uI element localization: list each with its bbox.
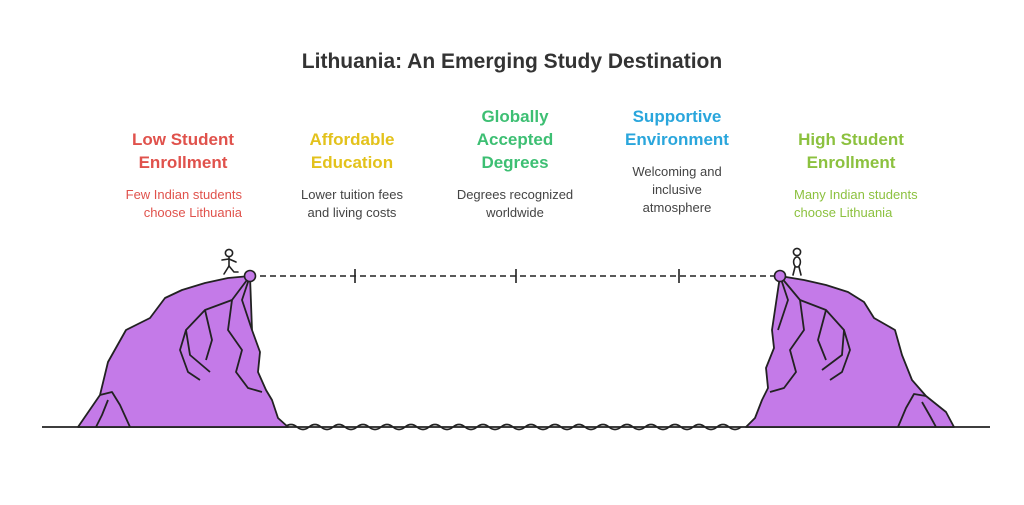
stage-heading: Low Student Enrollment	[98, 128, 268, 174]
heading-line: Low Student	[132, 130, 234, 149]
heading-line: Education	[310, 153, 394, 172]
description-line: Degrees recognized	[456, 187, 574, 202]
description-line: and living costs	[307, 205, 397, 220]
stage-globally-accepted-degrees: Globally Accepted Degrees Degrees recogn…	[430, 105, 600, 222]
description-line: Lower tuition fees	[301, 187, 403, 202]
heading-line: Enrollment	[806, 153, 896, 172]
heading-line: Affordable	[309, 130, 395, 149]
stage-affordable-education: Affordable Education Lower tuition fees …	[267, 128, 437, 222]
heading-line: Enrollment	[138, 153, 228, 172]
stage-low-enrollment: Low Student Enrollment Few Indian studen…	[98, 128, 268, 222]
stage-description: Welcoming and inclusive atmosphere	[592, 163, 762, 217]
walking-person-icon	[221, 248, 239, 275]
right-cliff	[745, 275, 955, 428]
description-line: Few Indian students	[125, 187, 242, 202]
description-line: choose Lithuania	[794, 205, 893, 220]
diagram-title: Lithuania: An Emerging Study Destination	[301, 50, 723, 73]
description-line: worldwide	[486, 205, 544, 220]
stage-heading: Affordable Education	[267, 128, 437, 174]
start-point	[243, 269, 257, 283]
standing-person-icon	[792, 247, 802, 276]
description-line: atmosphere	[642, 200, 712, 215]
stage-high-enrollment: High Student Enrollment Many Indian stud…	[766, 128, 936, 222]
stage-supportive-environment: Supportive Environment Welcoming and inc…	[592, 105, 762, 217]
end-point	[773, 269, 787, 283]
heading-line: Accepted	[476, 130, 554, 149]
stage-description: Few Indian students choose Lithuania	[98, 186, 248, 222]
stage-description: Degrees recognized worldwide	[430, 186, 600, 222]
description-line: Welcoming and	[632, 164, 722, 179]
heading-line: Environment	[625, 130, 729, 149]
stage-heading: Supportive Environment	[592, 105, 762, 151]
left-cliff	[77, 275, 289, 428]
description-line: Many Indian students	[794, 187, 918, 202]
heading-line: Globally	[481, 107, 549, 126]
heading-line: Degrees	[481, 153, 549, 172]
heading-line: Supportive	[632, 107, 722, 126]
stage-heading: High Student Enrollment	[766, 128, 936, 174]
stage-description: Lower tuition fees and living costs	[267, 186, 437, 222]
stage-description: Many Indian students choose Lithuania	[766, 186, 938, 222]
description-line: inclusive	[652, 182, 702, 197]
heading-line: High Student	[798, 130, 904, 149]
stage-heading: Globally Accepted Degrees	[430, 105, 600, 174]
description-line: choose Lithuania	[143, 205, 242, 220]
